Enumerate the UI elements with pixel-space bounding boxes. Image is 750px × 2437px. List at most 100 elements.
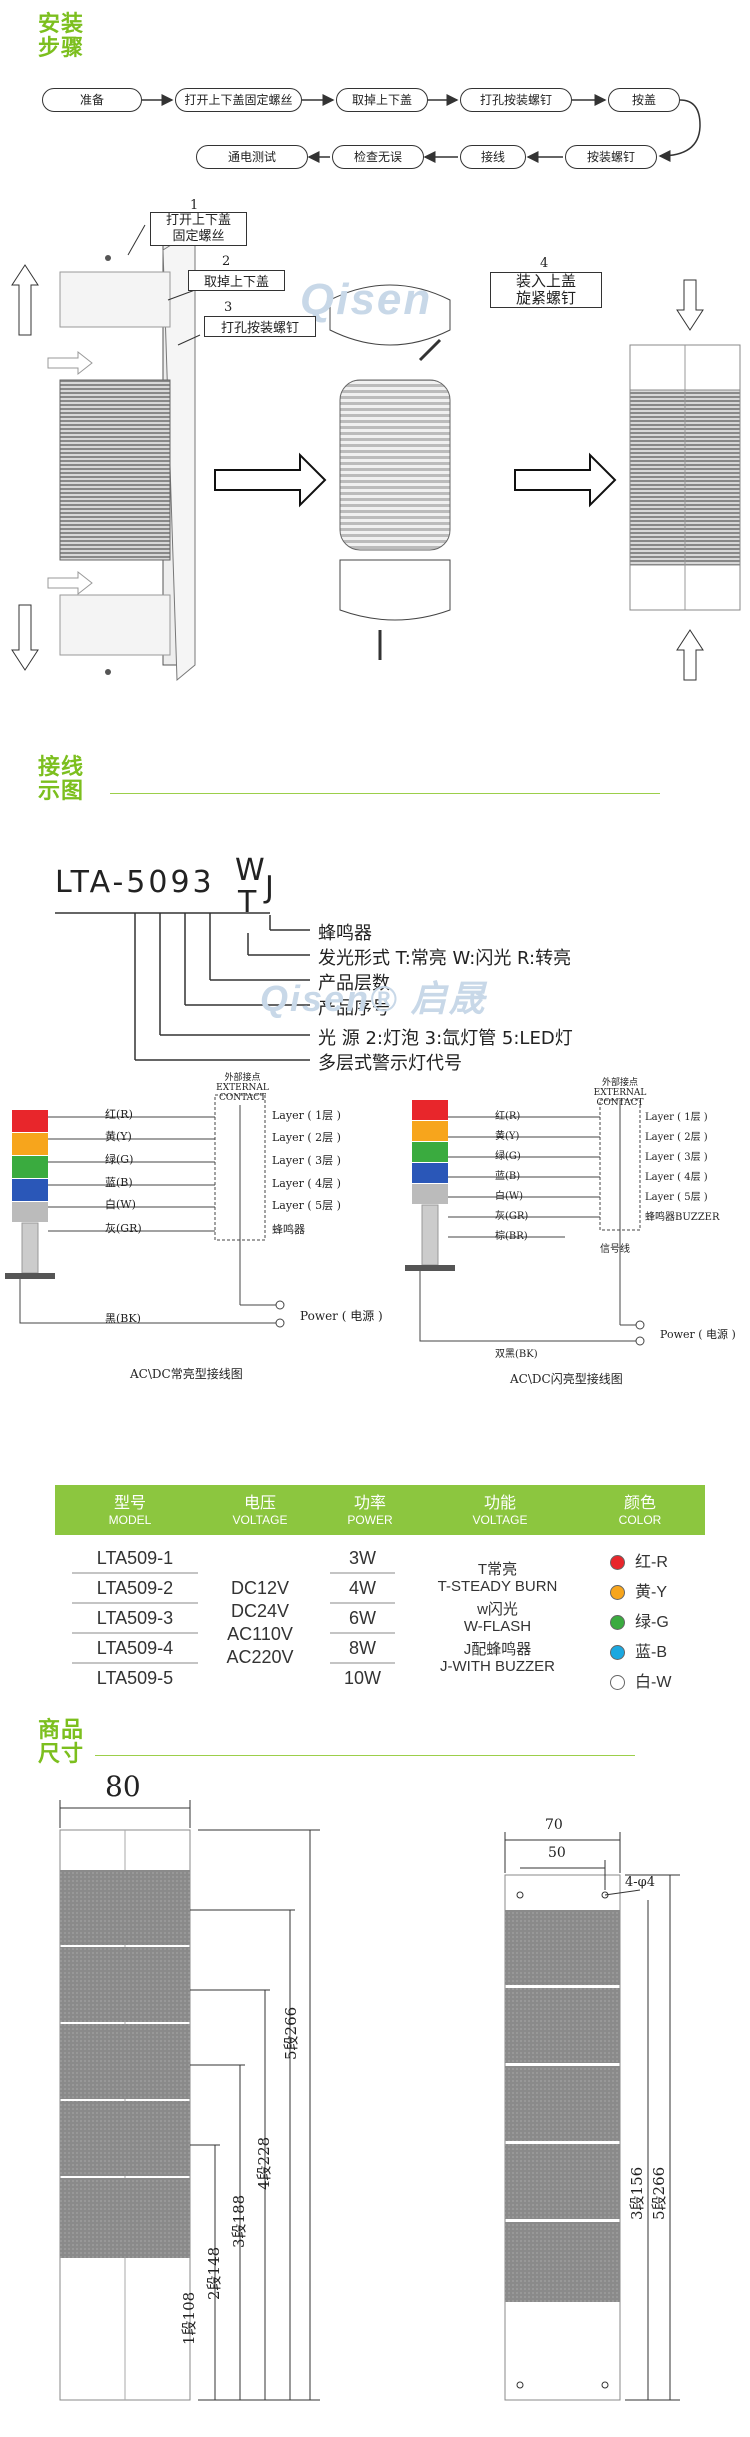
function-cell: J-WITH BUZZER bbox=[440, 1658, 555, 1675]
right-wire-r: 红(R) bbox=[495, 1111, 521, 1122]
front-dim-2: 2段148 bbox=[205, 2246, 223, 2300]
model-cell: LTA509-3 bbox=[96, 1608, 174, 1628]
wiring-title: 接线 示图 bbox=[38, 754, 85, 803]
side-view bbox=[504, 1832, 680, 2401]
left-wire-w: 白(W) bbox=[105, 1198, 136, 1211]
size-rule bbox=[95, 1755, 635, 1756]
right-layer-buzzer: 蜂鸣器BUZZER bbox=[645, 1212, 720, 1223]
install-title: 安装 步骤 bbox=[38, 11, 85, 60]
code-desc-light: 光 源 2:灯泡 3:氙灯管 5:LED灯 bbox=[318, 1028, 573, 1049]
step-1-label: 打开上下盖 固定螺丝 bbox=[150, 212, 247, 246]
dimension-drawing bbox=[59, 1800, 680, 2401]
front-dim-1: 1段108 bbox=[180, 2291, 198, 2345]
model-code-t: T bbox=[238, 885, 257, 920]
model-cell: LTA509-4 bbox=[96, 1638, 174, 1658]
step-4-num: 4 bbox=[540, 256, 549, 271]
color-dot-icon bbox=[610, 1555, 625, 1571]
flow-step-wiring: 接线 bbox=[460, 145, 526, 169]
function-cell: J配蜂鸣器 bbox=[463, 1641, 532, 1658]
color-legend-item: 蓝-B bbox=[610, 1638, 667, 1661]
left-wire-b: 蓝(B) bbox=[105, 1176, 133, 1189]
left-layer-2: Layer ( 2层 ) bbox=[272, 1131, 341, 1144]
right-power: Power ( 电源 ) bbox=[660, 1328, 736, 1341]
right-tower bbox=[405, 1099, 645, 1346]
right-layer-1: Layer ( 1层 ) bbox=[645, 1112, 708, 1123]
left-assembly-drawing bbox=[11, 224, 201, 682]
front-dim-4: 4段228 bbox=[255, 2136, 273, 2190]
front-view bbox=[59, 1800, 320, 2401]
power-cell: 3W bbox=[349, 1548, 376, 1568]
left-wire-g: 绿(G) bbox=[105, 1153, 134, 1166]
size-section: 商品 尺寸 bbox=[0, 1700, 750, 2437]
right-layer-5: Layer ( 5层 ) bbox=[645, 1192, 708, 1203]
left-layer-3: Layer ( 3层 ) bbox=[272, 1154, 341, 1167]
left-contact-header: 外部接点 EXTERNAL CONTACT bbox=[216, 1073, 269, 1103]
left-wire-r: 红(R) bbox=[105, 1108, 133, 1121]
right-assembled-drawing bbox=[629, 279, 741, 681]
right-wire-y: 黄(Y) bbox=[495, 1131, 520, 1142]
left-power: Power ( 电源 ) bbox=[300, 1309, 383, 1323]
side-inner-dim: 50 bbox=[548, 1845, 566, 1861]
right-signal-label: 信号线 bbox=[600, 1244, 630, 1255]
center-exploded-drawing bbox=[329, 284, 451, 660]
left-wire-gr: 灰(GR) bbox=[105, 1222, 142, 1235]
code-leader-lines bbox=[55, 912, 310, 1061]
left-layer-buzzer: 蜂鸣器 bbox=[272, 1223, 305, 1236]
right-wire-w: 白(W) bbox=[495, 1191, 524, 1202]
right-wire-gr: 灰(GR) bbox=[495, 1211, 529, 1222]
flow-arrows bbox=[11, 94, 741, 682]
color-label: 黄-Y bbox=[635, 1584, 668, 1601]
side-dim-1: 3段156 bbox=[628, 2166, 646, 2220]
color-legend-item: 白-W bbox=[610, 1668, 671, 1691]
right-contact-header: 外部接点 EXTERNAL CONTACT bbox=[593, 1078, 647, 1108]
voltage-cell: AC220V bbox=[226, 1647, 294, 1667]
right-wire-g: 绿(G) bbox=[495, 1151, 521, 1162]
function-cell: w闪光 bbox=[477, 1601, 518, 1618]
step-3-label: 打孔按装螺钉 bbox=[204, 316, 316, 337]
flow-step-remove-cover: 取掉上下盖 bbox=[336, 88, 428, 112]
function-cell: T常亮 bbox=[477, 1561, 518, 1578]
wiring-rule bbox=[110, 793, 660, 794]
step-2-num: 2 bbox=[222, 254, 231, 269]
flow-step-drill: 打孔按装螺钉 bbox=[460, 88, 572, 112]
front-width-dim: 80 bbox=[105, 1770, 141, 1803]
function-cell: W-FLASH bbox=[463, 1618, 532, 1635]
voltage-cell: DC12V bbox=[230, 1578, 290, 1598]
left-layer-5: Layer ( 5层 ) bbox=[272, 1199, 341, 1212]
code-desc-series: 多层式警示灯代号 bbox=[318, 1053, 462, 1074]
side-width-dim: 70 bbox=[545, 1817, 563, 1833]
code-desc-serial: 产品序号 bbox=[318, 998, 390, 1019]
power-cell: 6W bbox=[349, 1608, 376, 1628]
function-cell: T-STEADY BURN bbox=[437, 1578, 558, 1595]
model-code: LTA-5093 bbox=[55, 865, 215, 900]
voltage-cell: DC24V bbox=[230, 1601, 290, 1621]
flow-step-install-screws: 按装螺钉 bbox=[565, 145, 657, 169]
flow-step-open-screws: 打开上下盖固定螺丝 bbox=[175, 88, 302, 112]
model-code-j: J bbox=[265, 870, 274, 905]
color-label: 绿-G bbox=[635, 1614, 669, 1631]
right-layer-3: Layer ( 3层 ) bbox=[645, 1152, 708, 1163]
flow-step-cover: 按盖 bbox=[608, 88, 680, 112]
right-caption: AC\DC闪亮型接线图 bbox=[510, 1372, 623, 1386]
wiring-section: 接线 示图 LTA-5093 W T J 蜂鸣器 发光形式 T:常亮 W:闪光 … bbox=[0, 745, 750, 1695]
right-layer-2: Layer ( 2层 ) bbox=[645, 1132, 708, 1143]
right-wire-b: 蓝(B) bbox=[495, 1171, 521, 1182]
step-4-label: 装入上盖 旋紧螺钉 bbox=[490, 272, 602, 308]
flow-step-power-test: 通电测试 bbox=[196, 145, 308, 169]
model-cell: LTA509-2 bbox=[96, 1578, 174, 1598]
right-wire-br: 棕(BR) bbox=[495, 1231, 528, 1242]
power-cell: 10W bbox=[343, 1668, 381, 1688]
step-2-label: 取掉上下盖 bbox=[188, 270, 285, 291]
right-layer-4: Layer ( 4层 ) bbox=[645, 1172, 708, 1183]
left-layer-4: Layer ( 4层 ) bbox=[272, 1177, 341, 1190]
front-dim-5: 5段266 bbox=[282, 2006, 300, 2060]
model-cell: LTA509-5 bbox=[96, 1668, 174, 1688]
hole-dim: 4-φ4 bbox=[625, 1875, 656, 1890]
wiring-watermark: Qisen® 启晟 bbox=[260, 978, 487, 1019]
